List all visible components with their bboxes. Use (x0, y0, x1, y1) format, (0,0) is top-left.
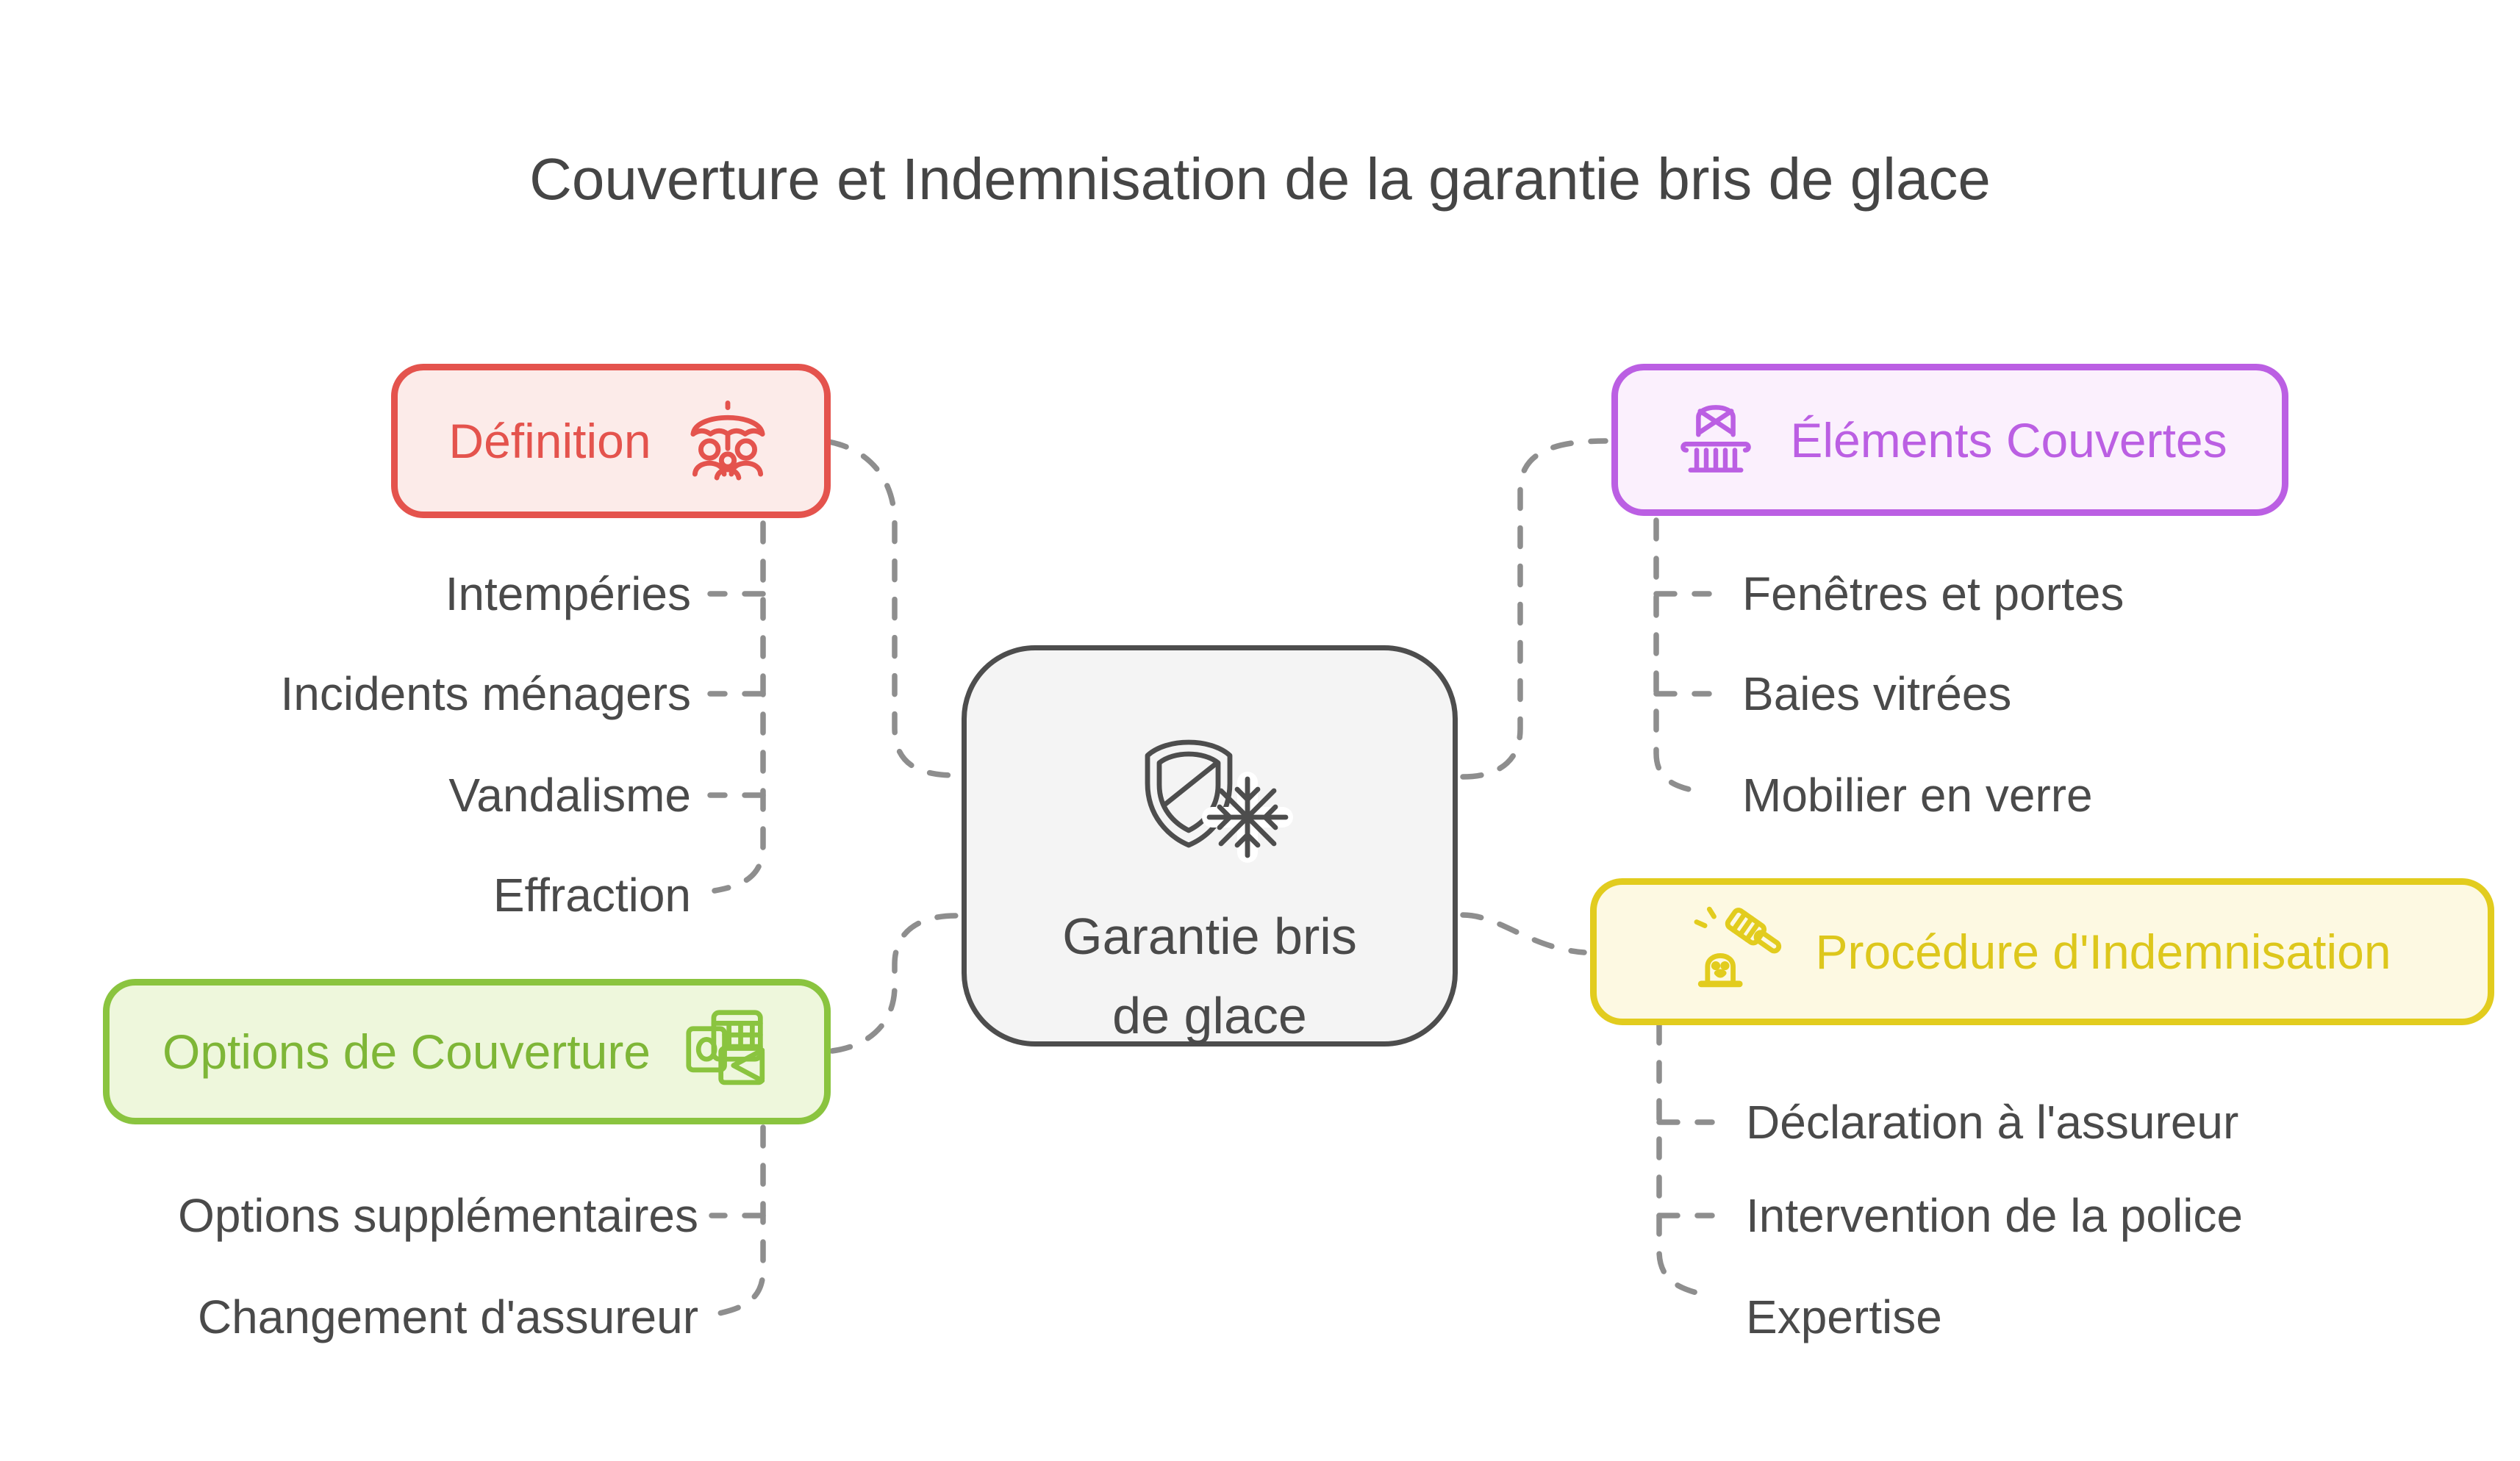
branch-box-options: Options de Couverture (103, 979, 831, 1124)
link-center-to-elements (1460, 438, 1608, 780)
item-vandalisme: Vandalisme (448, 769, 691, 822)
link-center-to-procedure (1460, 912, 1587, 955)
branch-box-elements: Éléments Couvertes (1611, 364, 2288, 516)
item-intervention-police: Intervention de la police (1746, 1189, 2243, 1242)
branch-label-definition: Définition (448, 414, 651, 468)
link-options-to-center (829, 913, 959, 1054)
link-definition-to-center (826, 439, 959, 778)
center-node-label: Garantie bris de glace (1062, 908, 1357, 1044)
spine-elements (1653, 517, 1707, 795)
item-baies-vitrees: Baies vitrées (1742, 667, 2012, 720)
spine-definition (712, 520, 766, 894)
branch-label-options: Options de Couverture (162, 1024, 651, 1079)
branch-label-elements: Éléments Couvertes (1790, 412, 2227, 467)
item-fenetres-et-portes: Fenêtres et portes (1742, 567, 2125, 620)
gavel-alarm-icon (1693, 905, 1784, 999)
center-node-garantie: Garantie bris de glace (962, 645, 1458, 1047)
arched-window-icon (1672, 395, 1759, 485)
item-declaration-assureur: Déclaration à l'assureur (1746, 1096, 2239, 1149)
item-effraction: Effraction (493, 869, 691, 922)
item-mobilier-en-verre: Mobilier en verre (1742, 769, 2093, 822)
item-expertise: Expertise (1746, 1291, 1942, 1343)
item-incidents-menagers: Incidents ménagers (280, 667, 691, 720)
calculator-mail-icon (681, 1005, 771, 1099)
spine-procedure (1656, 1022, 1708, 1298)
page-title: Couverture et Indemnisation de la garant… (529, 146, 1991, 212)
item-intemperies: Intempéries (445, 567, 691, 620)
item-options-supplementaires: Options supplémentaires (178, 1189, 698, 1242)
branch-label-procedure: Procédure d'Indemnisation (1815, 925, 2391, 979)
branch-box-procedure: Procédure d'Indemnisation (1590, 878, 2494, 1025)
branch-box-definition: Définition (391, 364, 831, 518)
family-umbrella-icon (682, 394, 773, 489)
shield-snowflake-icon (1118, 703, 1302, 876)
spine-options (713, 1124, 766, 1317)
item-changement-assureur: Changement d'assureur (197, 1291, 698, 1343)
